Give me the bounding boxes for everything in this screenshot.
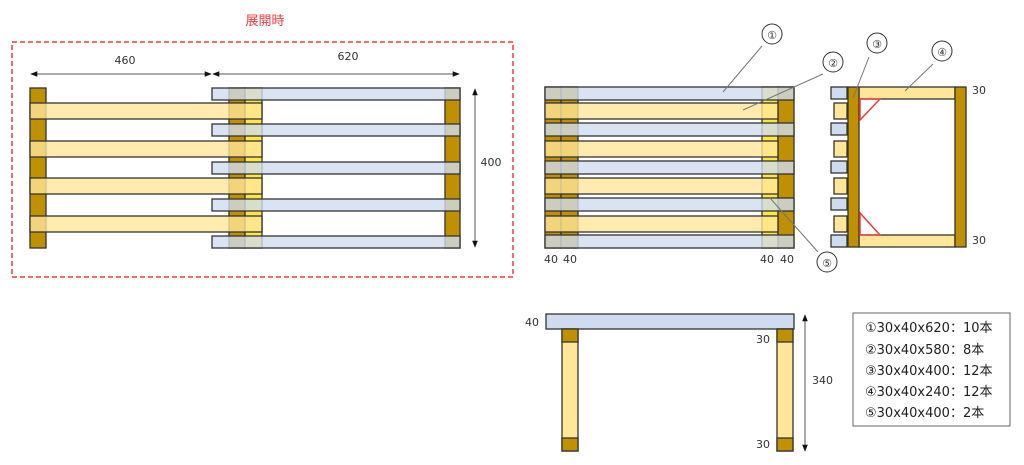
slat-580 [29,140,263,158]
slat-620 [544,160,795,175]
legend-item: ⑤30x40x400：2本 [865,406,984,421]
dim-620: 620 [338,50,359,63]
slat-580 [544,177,779,195]
dim-30-top: 30 [972,84,986,97]
slat-580 [544,215,779,233]
slat-620 [211,87,461,101]
callout-4: ④ [937,46,947,59]
dim-460: 460 [115,54,136,67]
dim-30-cap-bottom: 30 [756,438,770,451]
dim-400: 400 [481,156,502,169]
slat-580 [29,102,263,120]
post-400 [954,86,967,248]
drawing-shapes [29,86,967,452]
callout-2: ② [828,57,838,70]
slat-end [833,177,848,195]
leg [776,328,794,452]
slat-end [833,140,848,158]
slat-620 [211,235,461,249]
slat-end [830,122,848,136]
slat-end [833,102,848,120]
slat-580 [544,102,779,120]
slat-620 [211,198,461,212]
slat-end [830,197,848,211]
dim-30-bottom: 30 [972,234,986,247]
callout-5: ⑤ [822,257,832,270]
callout-3: ③ [872,38,882,51]
slat-620 [544,197,795,212]
dim-40: 40 [544,253,558,266]
slat-end [830,160,848,174]
top-slat [545,313,795,330]
leg-cap [561,328,579,343]
slat-580 [29,177,263,195]
dim-40: 40 [760,253,774,266]
post [29,87,47,249]
legend-item: ③30x40x400：12本 [865,364,992,379]
legend-item: ①30x40x620：10本 [865,321,992,336]
slat-end [830,234,848,248]
corner-brace [859,98,882,122]
slat-620 [211,123,461,137]
callout-1: ① [767,29,777,42]
slat-620 [544,122,795,137]
slat-580 [29,215,263,233]
dim-40: 40 [780,253,794,266]
legend-item: ②30x40x580：8本 [865,343,984,358]
slat-620 [544,234,795,249]
dim-40-front: 40 [525,316,539,329]
leg [561,328,579,452]
slat-end [830,86,848,100]
leg-cap [776,437,794,452]
slat-end [833,215,848,233]
legend-box [852,312,1011,427]
rail-240 [858,234,956,248]
post-400 [847,86,860,248]
dim-30-cap-top: 30 [756,333,770,346]
legend-item: ④30x40x240：12本 [865,385,992,400]
leg-cap [776,328,794,343]
corner-brace [859,211,882,236]
expanded-title: 展開時 [245,14,284,29]
slat-580 [544,140,779,158]
dim-340: 340 [812,374,833,387]
expanded-frame [11,41,514,278]
dim-40: 40 [563,253,577,266]
slat-620 [544,86,795,101]
leg-cap [561,437,579,452]
slat-620 [211,161,461,175]
